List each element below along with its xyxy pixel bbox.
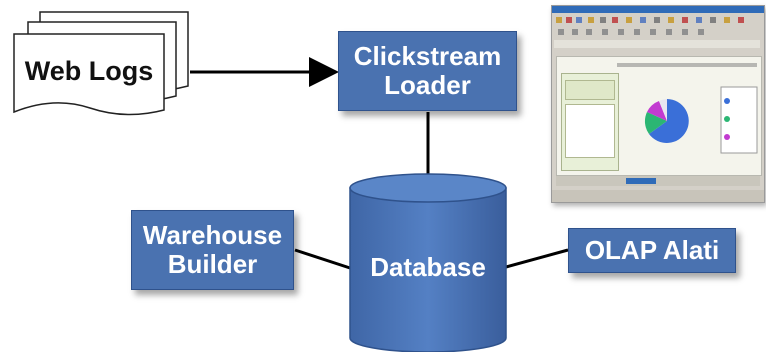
report-panel (556, 56, 762, 176)
toolbar-icon (650, 29, 656, 35)
pie-slice (644, 112, 667, 134)
warehouse-builder-box: Warehouse Builder (131, 210, 294, 290)
clickstream-loader-box: Clickstream Loader (338, 31, 517, 111)
olap-app-screenshot (551, 5, 765, 203)
report-title-placeholder (617, 63, 757, 67)
web-logs-label: Web Logs (24, 56, 154, 86)
toolbar-icon (738, 17, 744, 23)
toolbar-icon (572, 29, 578, 35)
toolbar-icon (682, 17, 688, 23)
legend-swatch (724, 116, 730, 122)
dimension-selector-panel (561, 73, 619, 171)
toolbar-icon (654, 17, 660, 23)
toolbar-icon (556, 17, 562, 23)
pie-slice (659, 99, 667, 121)
toolbar-icon (558, 29, 564, 35)
app-status-bar (556, 176, 760, 186)
app-menu-bar (554, 15, 760, 25)
olap-tools-box: OLAP Alati (568, 228, 736, 273)
toolbar-icon (710, 17, 716, 23)
toolbar-icon (602, 29, 608, 35)
connector-database-to-olap (505, 248, 569, 269)
database-label: Database (370, 252, 486, 282)
toolbar-icon (698, 29, 704, 35)
selector-list (565, 104, 615, 158)
toolbar-icon (724, 17, 730, 23)
web-logs-document-stack (13, 11, 189, 116)
pie-slice (647, 101, 667, 121)
database-cylinder (349, 173, 507, 352)
toolbar-icon (618, 29, 624, 35)
toolbar-icon (634, 29, 640, 35)
toolbar-icon (612, 17, 618, 23)
app-tab-strip (554, 40, 760, 48)
pie-chart (644, 99, 689, 143)
toolbar-icon (586, 29, 592, 35)
app-toolbar (554, 27, 760, 37)
toolbar-icon (588, 17, 594, 23)
toolbar-icon (666, 29, 672, 35)
clickstream-loader-line-2: Loader (384, 70, 471, 100)
toolbar-icon (682, 29, 688, 35)
selector-header (565, 80, 615, 100)
toolbar-icon (566, 17, 572, 23)
legend-swatch (724, 134, 730, 140)
clickstream-loader-line-1: Clickstream (353, 40, 502, 71)
olap-tools-label: OLAP Alati (584, 234, 720, 265)
active-sheet-tab (626, 178, 656, 184)
app-bottom-bar (552, 190, 764, 202)
pie-slice (649, 99, 689, 143)
warehouse-builder-line-1: Warehouse (142, 219, 283, 250)
toolbar-icon (668, 17, 674, 23)
app-title-bar (552, 6, 764, 13)
toolbar-icon (640, 17, 646, 23)
toolbar-icon (600, 17, 606, 23)
toolbar-icon (696, 17, 702, 23)
connector-warehouse-to-database (294, 248, 351, 270)
toolbar-icon (576, 17, 582, 23)
warehouse-builder-line-2: Builder (167, 249, 258, 279)
toolbar-icon (626, 17, 632, 23)
pie-chart-area (644, 86, 758, 154)
legend-swatch (724, 98, 730, 104)
